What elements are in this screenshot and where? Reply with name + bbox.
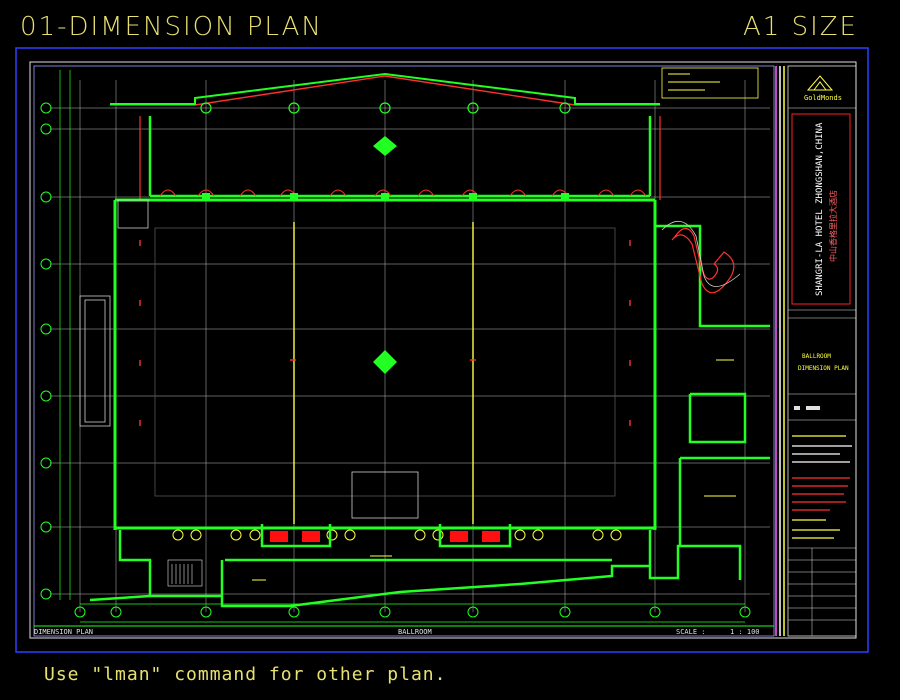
drawing-area-frame [33, 65, 775, 637]
revision-marks [794, 406, 820, 410]
sheet-size-label: A1 SIZE [742, 12, 858, 42]
stair-lower-left [167, 559, 203, 587]
top-door-columns [202, 193, 569, 199]
ballroom-walls [113, 198, 657, 530]
title-block-frame [787, 65, 857, 637]
spiral-stair [671, 227, 735, 294]
grid-axes [50, 80, 770, 612]
ceiling-marker-top [373, 136, 397, 156]
notes-lines [668, 73, 720, 91]
drawing-title-1: BALLROOM [802, 353, 831, 360]
red-dimension-ticks [139, 240, 631, 426]
dimension-lines [59, 70, 745, 623]
title-info-table [788, 548, 856, 636]
command-hint: Use "lman" command for other plan. [44, 664, 447, 685]
room-tags [252, 359, 736, 581]
ceiling-marker-center [373, 350, 397, 374]
general-notes-lines [792, 435, 852, 539]
grid-bubbles-left [40, 102, 52, 600]
lower-corridor [89, 530, 742, 608]
logo-text: GoldMonds [804, 94, 842, 102]
upper-corridor [148, 116, 652, 198]
drawing-title-2: DIMENSION PLAN [798, 365, 849, 372]
bottom-center-label: BALLROOM [398, 628, 432, 636]
left-side-rooms [79, 199, 149, 427]
red-service-blocks [270, 531, 500, 542]
sheet-inner-frame [29, 61, 857, 639]
bottom-left-label: DIMENSION PLAN [34, 628, 93, 636]
scale-label: SCALE : [676, 628, 706, 636]
bottom-service-row [172, 529, 622, 541]
scale-value: 1 : 100 [730, 628, 760, 636]
sheet-outer-frame [15, 47, 869, 653]
roof-outline-wall [110, 72, 660, 105]
service-corridor-walls [260, 524, 512, 548]
spiral-stair-edge [661, 221, 741, 287]
project-name-box [791, 113, 851, 305]
stage-box [351, 471, 419, 519]
project-name-cn: 中山香格里拉大酒店 [828, 190, 838, 262]
notes-box [661, 67, 759, 99]
top-columns [200, 102, 571, 114]
ballroom-inner [154, 227, 616, 497]
right-side-walls [655, 224, 770, 546]
project-name: SHANGRI-LA HOTEL ZHONGSHAN,CHINA [815, 122, 825, 296]
drawing-sheet-title: 01-DIMENSION PLAN [20, 12, 323, 42]
grid-bubbles-bottom [74, 606, 751, 618]
logo-icon [806, 75, 834, 91]
